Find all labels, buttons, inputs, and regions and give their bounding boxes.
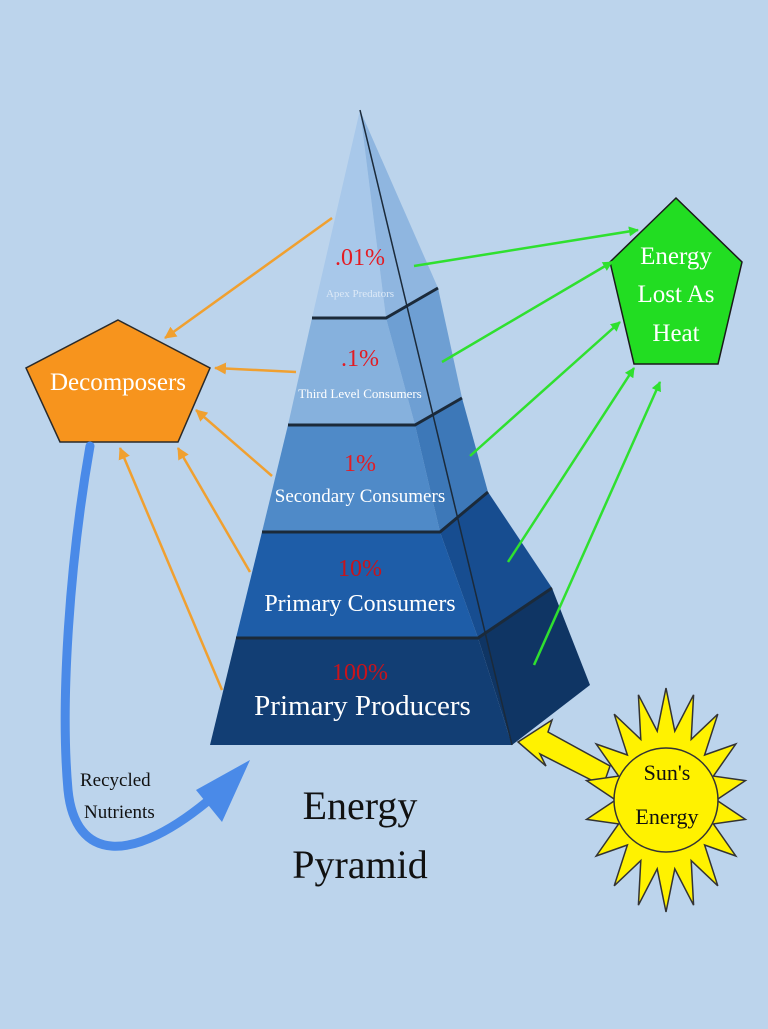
orange-arrow-primary [176, 447, 252, 573]
green-arrow-primary [506, 367, 636, 563]
recycled-label-line1: Recycled [80, 770, 151, 791]
orange-arrow-apex [164, 216, 333, 340]
heat-label-line1: Energy [640, 243, 712, 270]
heat-label-line3: Heat [652, 320, 700, 347]
heat-pentagon [609, 196, 743, 365]
tier-dividers [236, 109, 553, 746]
tier-producers-front [210, 638, 512, 745]
tier-third-percent: .1% [341, 346, 379, 372]
diagram-title-line2: Pyramid [292, 842, 428, 887]
tier-primary-consumers-front [236, 532, 478, 638]
heat-label-line2: Lost As [637, 281, 715, 308]
decomposers-label: Decomposers [49, 369, 187, 396]
tier-secondary-name: Secondary Consumers [274, 486, 446, 507]
tier-primary-consumers-name: Primary Consumers [264, 591, 456, 617]
orange-arrow-third [214, 362, 297, 375]
green-arrow-apex [413, 226, 639, 268]
tier-apex-percent: .01% [335, 245, 385, 271]
tier-secondary-side [415, 398, 488, 532]
tier-third-front [288, 318, 415, 425]
sun-label-line1: Sun's [643, 760, 691, 785]
orange-arrow-producers [118, 447, 224, 691]
tier-apex-name: Apex Predators [325, 288, 395, 300]
tier-producers-name: Primary Producers [254, 690, 471, 722]
decomposers-pentagon [25, 319, 211, 443]
sun-icon [584, 687, 748, 913]
diagram-title-line1: Energy [302, 783, 418, 828]
tier-producers-side [478, 588, 590, 745]
heat-arrows [413, 226, 662, 666]
tier-third-side [386, 288, 462, 425]
recycled-label-line2: Nutrients [84, 802, 155, 823]
tier-third-name: Third Level Consumers [298, 386, 422, 401]
orange-arrow-secondary [195, 409, 273, 477]
tier-producers-percent: 100% [332, 660, 388, 686]
green-arrow-producers [532, 381, 662, 666]
green-arrow-third [441, 260, 613, 364]
decomposer-arrows [118, 216, 333, 691]
tier-secondary-front [262, 425, 440, 532]
sun-label-line2: Energy [635, 804, 699, 829]
green-arrow-secondary [469, 321, 621, 457]
tier-primary-consumers-percent: 10% [338, 556, 382, 582]
tier-secondary-percent: 1% [344, 451, 376, 477]
sun-disc [613, 747, 719, 853]
recycle-arrow [60, 441, 250, 851]
tier-primary-consumers-side [440, 492, 552, 638]
tier-apex-front [312, 110, 386, 318]
sun-arrow [516, 718, 611, 788]
